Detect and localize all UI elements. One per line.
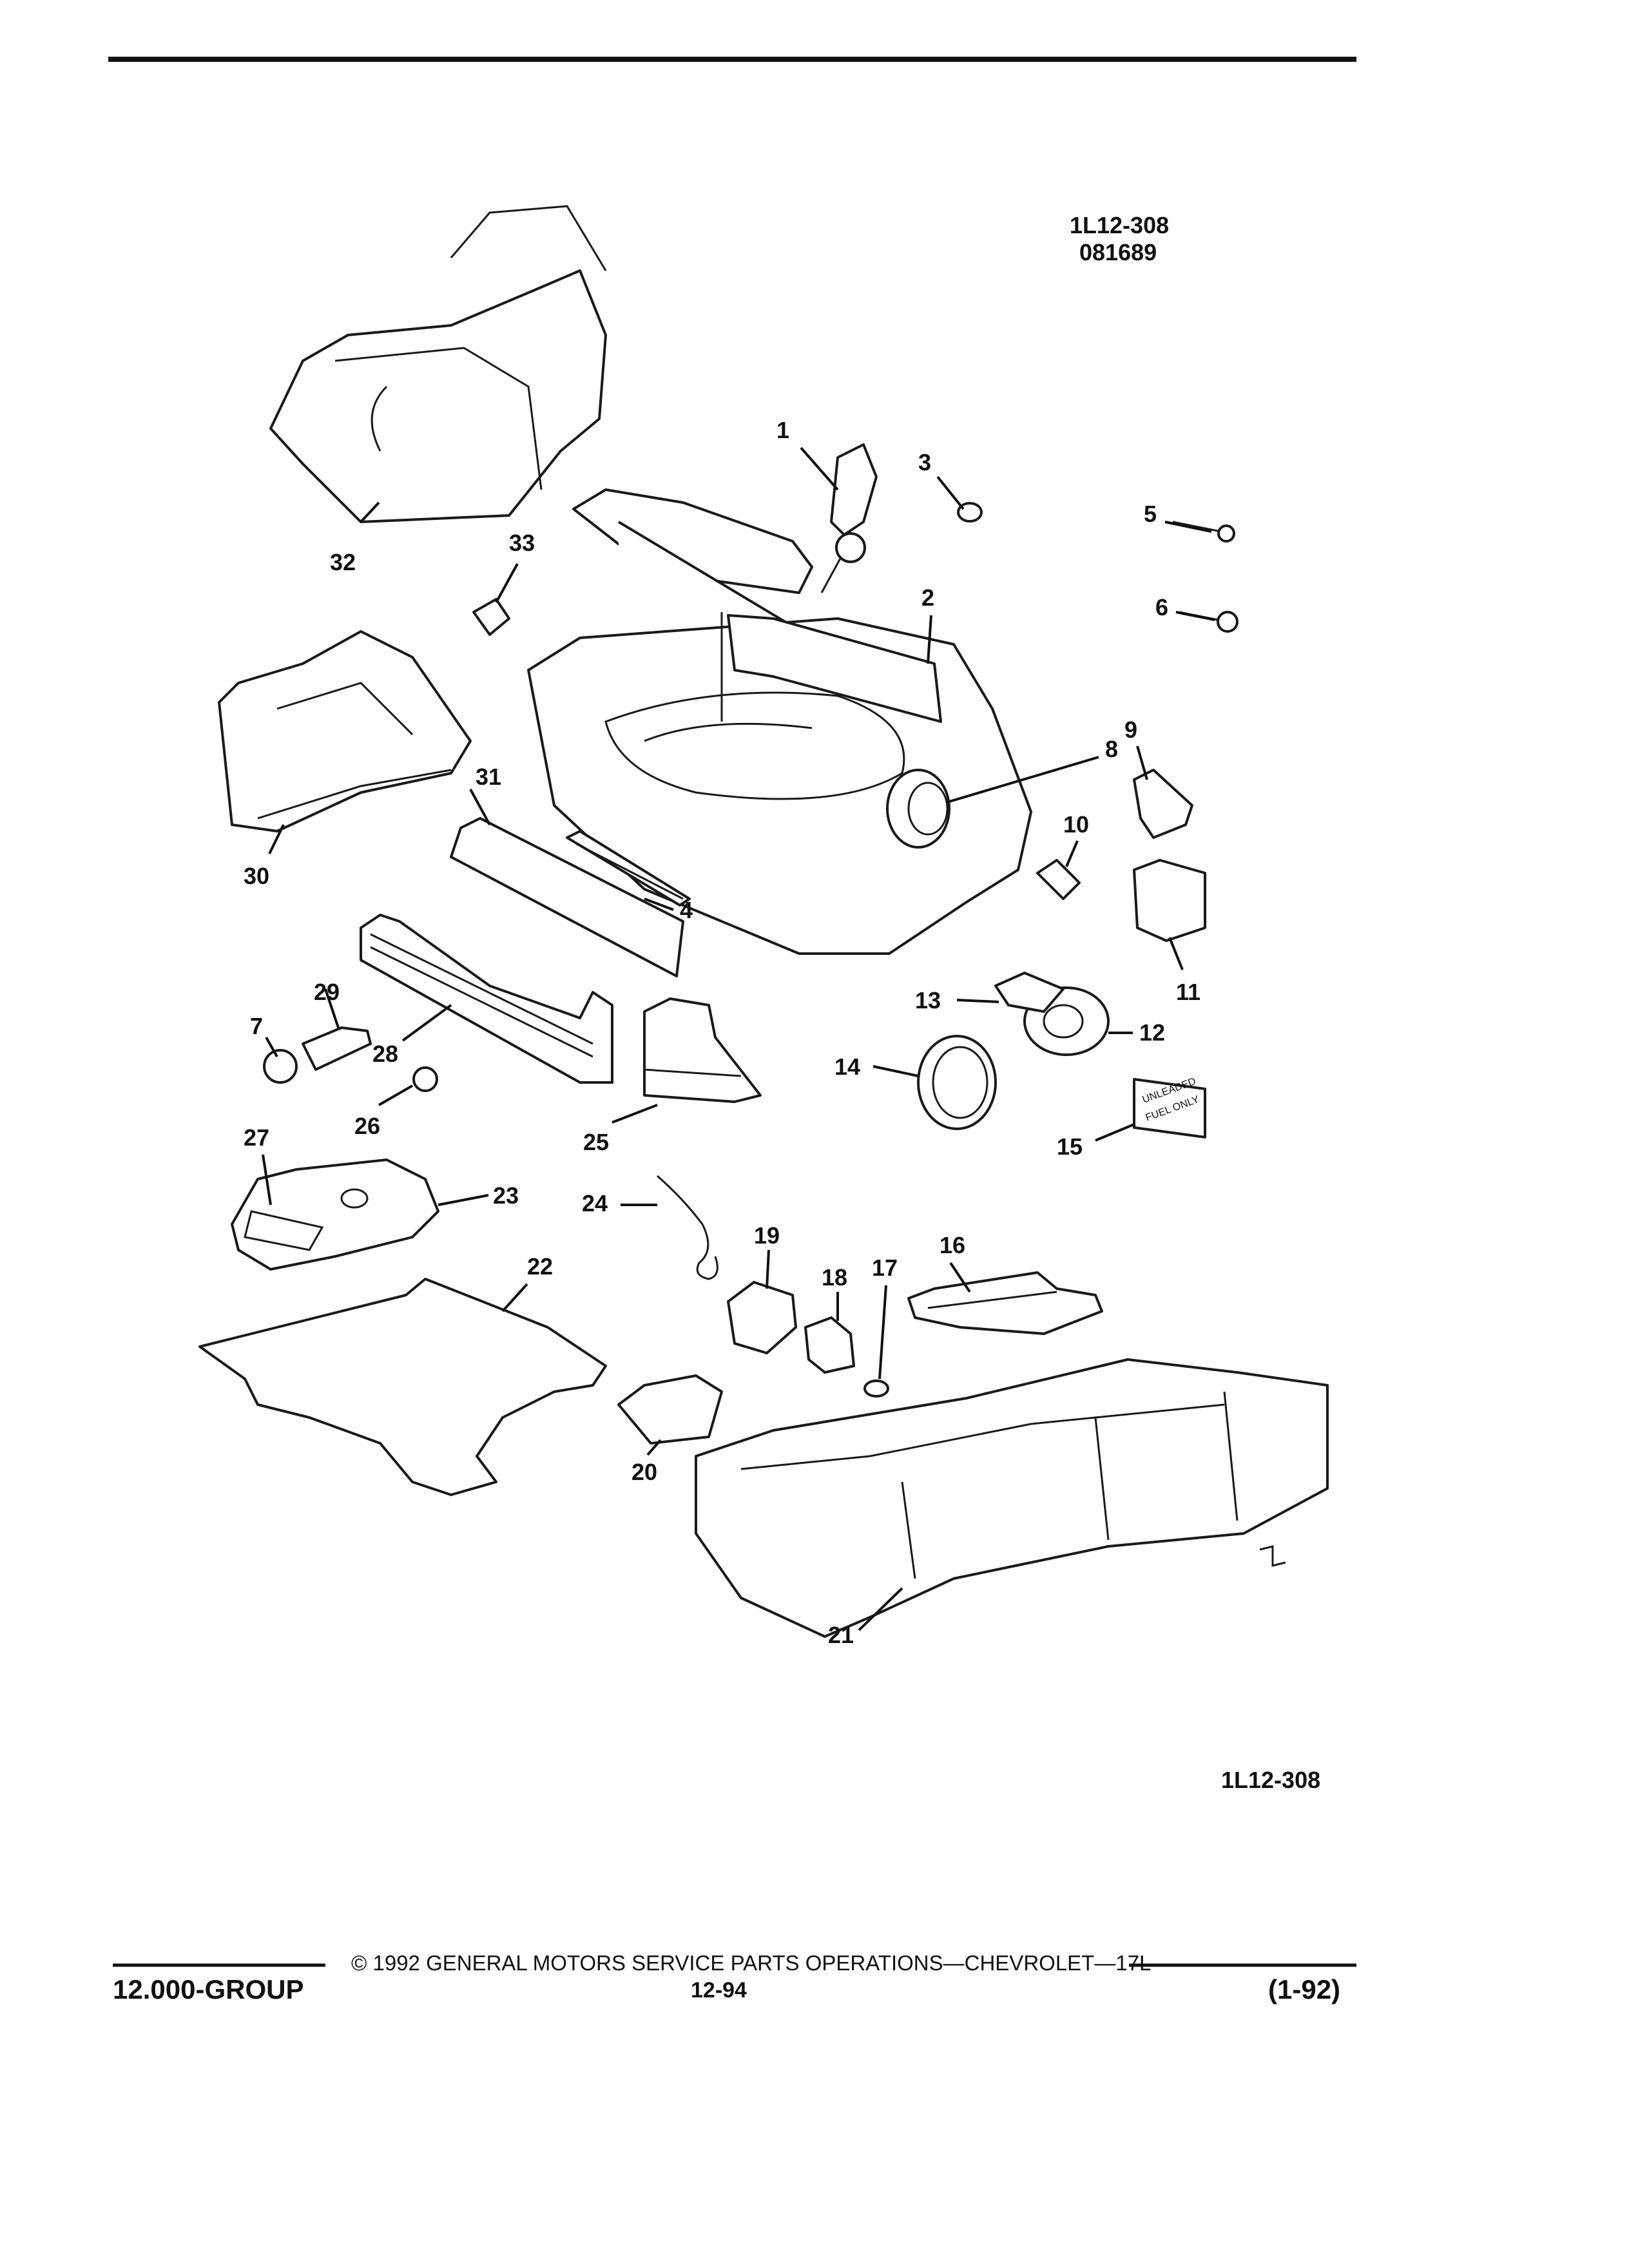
part-19-latch xyxy=(727,1281,797,1354)
part-30-trim-panel xyxy=(218,630,472,832)
callout-27: 27 xyxy=(244,1124,269,1151)
callout-33: 33 xyxy=(509,530,535,556)
callout-7: 7 xyxy=(250,1013,263,1039)
part-9-bracket xyxy=(1133,769,1193,839)
callout-28: 28 xyxy=(372,1041,398,1067)
callout-14: 14 xyxy=(834,1053,860,1080)
part-32-trim-panel xyxy=(269,205,607,523)
part-13-tether xyxy=(994,972,1065,1013)
part-14-ring xyxy=(917,1035,997,1130)
callout-31: 31 xyxy=(476,764,501,790)
part-24-hook xyxy=(657,1175,718,1280)
part-26-washer xyxy=(412,1066,438,1092)
callout-13: 13 xyxy=(915,987,941,1014)
illustration-date-code: 081689 xyxy=(1079,239,1157,265)
illustration-ref-code: 1L12-308 xyxy=(1070,212,1169,238)
part-22-trunk-mat xyxy=(198,1278,607,1496)
callout-numbers: 1 2 3 4 5 6 7 8 9 10 11 12 13 14 15 16 1… xyxy=(244,417,1200,1648)
illustration-ref-bottom: 1L12-308 xyxy=(1221,1767,1320,1793)
part-10-bumper xyxy=(1036,859,1081,900)
callout-1: 1 xyxy=(776,417,789,443)
callout-21: 21 xyxy=(828,1622,854,1648)
part-2-panel xyxy=(727,614,942,723)
callout-32: 32 xyxy=(330,549,356,575)
callout-29: 29 xyxy=(314,979,340,1005)
callout-19: 19 xyxy=(754,1222,780,1249)
part-29-bolt xyxy=(263,1026,372,1084)
footer-group: 12.000-GROUP xyxy=(113,1974,304,2004)
corner-mark xyxy=(1259,1545,1286,1567)
callout-23: 23 xyxy=(493,1182,519,1209)
footer-copyright: © 1992 GENERAL MOTORS SERVICE PARTS OPER… xyxy=(351,1951,1151,1975)
part-8-fuel-door xyxy=(886,769,950,849)
footer-date: (1-92) xyxy=(1268,1974,1340,2004)
part-20-lamp xyxy=(617,1374,723,1445)
part-21-rear-compartment-pan xyxy=(695,1358,1329,1638)
callout-18: 18 xyxy=(822,1264,847,1291)
part-31-reflector xyxy=(450,817,684,977)
callout-30: 30 xyxy=(244,863,269,889)
part-5-bolt xyxy=(1172,521,1235,543)
callout-8: 8 xyxy=(1105,736,1118,762)
callout-24: 24 xyxy=(582,1190,608,1216)
callout-9: 9 xyxy=(1124,716,1137,743)
part-27-label xyxy=(244,1210,324,1251)
part-28-lamp-panel xyxy=(360,914,613,1084)
callout-2: 2 xyxy=(921,584,934,611)
part-18-striker xyxy=(804,1316,855,1374)
part-17-grommet xyxy=(863,1379,889,1398)
callout-22: 22 xyxy=(527,1253,553,1280)
callout-11: 11 xyxy=(1176,979,1200,1005)
callout-4: 4 xyxy=(680,897,693,923)
part-25-tail-lamp xyxy=(643,997,762,1103)
part-23-spare-cover xyxy=(231,1158,439,1271)
callout-26: 26 xyxy=(354,1113,380,1139)
callout-12: 12 xyxy=(1139,1019,1165,1046)
part-33-clip xyxy=(472,598,510,636)
callout-6: 6 xyxy=(1155,594,1168,620)
callout-10: 10 xyxy=(1063,811,1089,838)
part-7-washer xyxy=(263,1049,298,1084)
callout-20: 20 xyxy=(631,1459,657,1485)
part-16-actuator xyxy=(907,1271,1103,1335)
leader-lines xyxy=(262,447,1215,1631)
part-15-decal: UNLEADED FUEL ONLY xyxy=(1133,1076,1206,1139)
part-3-plug xyxy=(957,502,983,523)
part-1-lock-cylinder xyxy=(820,443,878,593)
part-4-vent xyxy=(566,830,691,907)
callout-15: 15 xyxy=(1057,1133,1083,1160)
callout-5: 5 xyxy=(1144,501,1157,527)
callout-3: 3 xyxy=(918,449,931,476)
callout-17: 17 xyxy=(872,1254,898,1281)
footer-page-number: 12-94 xyxy=(691,1978,747,2003)
callout-25: 25 xyxy=(583,1129,609,1155)
part-11-housing xyxy=(1133,859,1206,942)
callout-16: 16 xyxy=(940,1232,965,1258)
